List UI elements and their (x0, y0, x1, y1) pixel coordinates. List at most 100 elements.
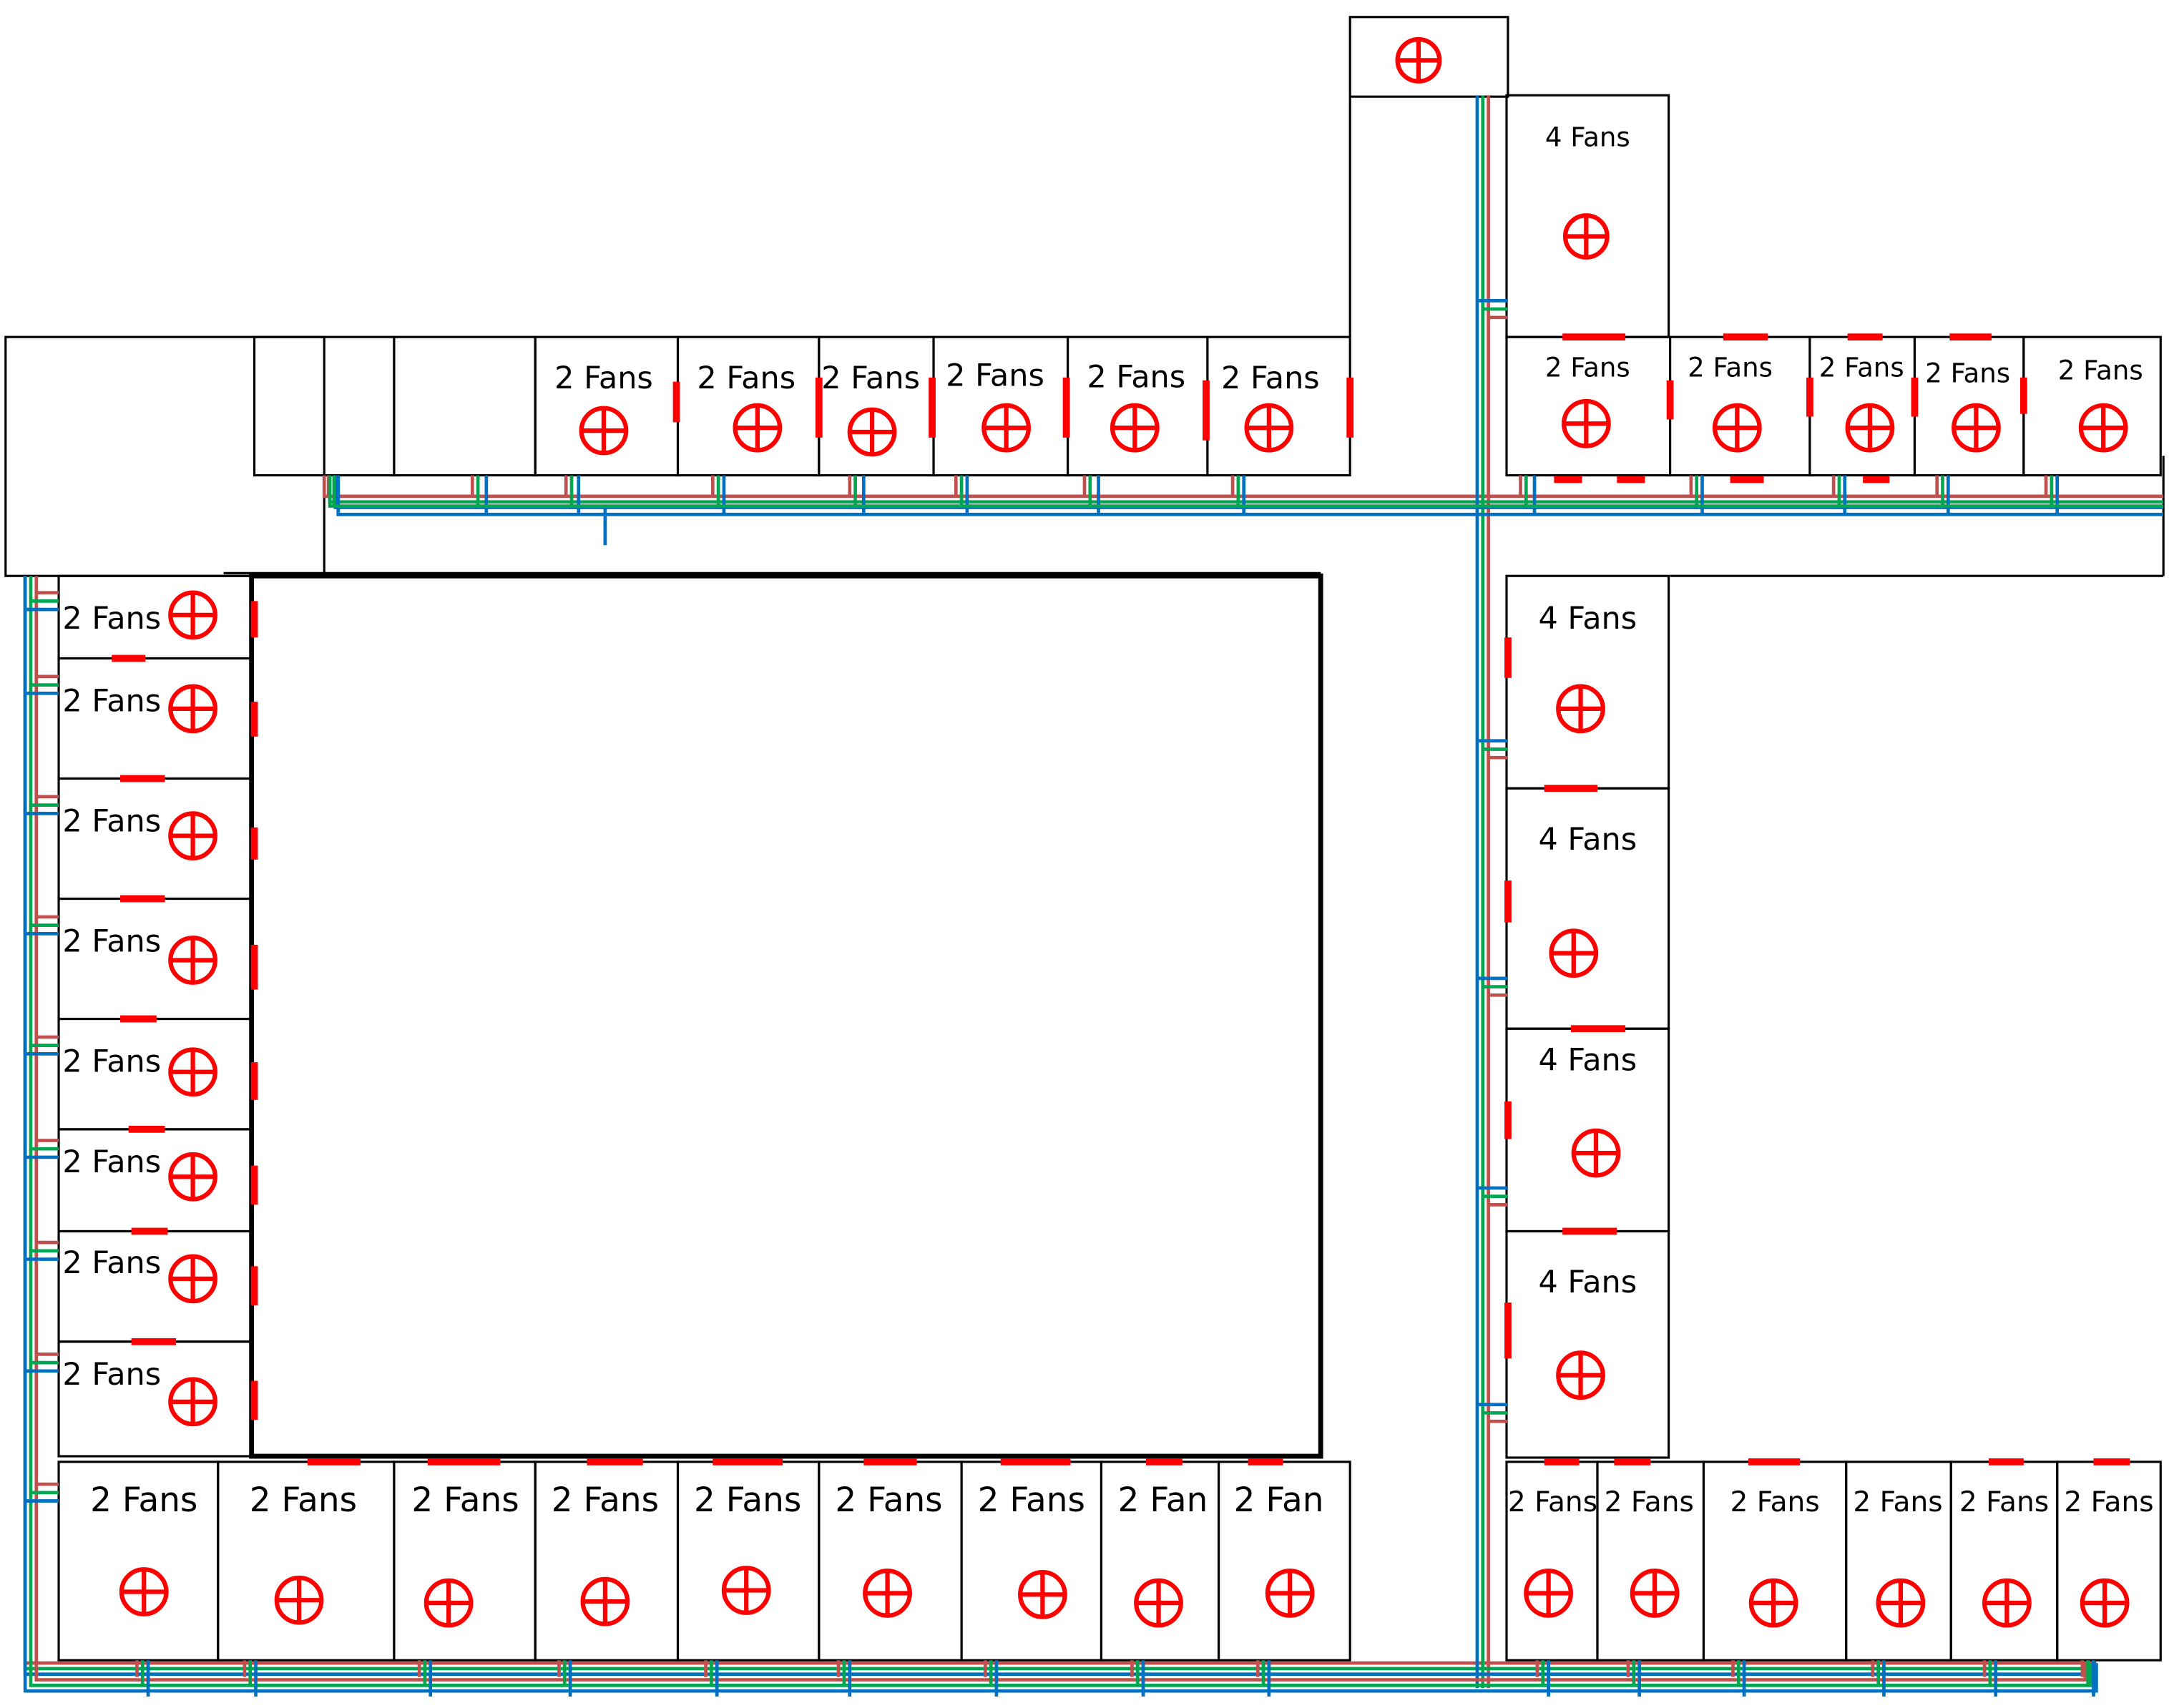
room-fan-count-label: 2 Fans (62, 924, 161, 960)
door (1504, 637, 1512, 678)
room-fan-count-label: 2 Fans (1819, 353, 1904, 383)
door (1562, 333, 1626, 341)
room-outline (1348, 16, 1509, 98)
door (1062, 377, 1070, 438)
fan-icon (1556, 684, 1605, 734)
door (1544, 1458, 1580, 1466)
fan-icon (1561, 398, 1611, 448)
fan-icon (1556, 1350, 1605, 1400)
wire (23, 576, 2098, 1693)
door (1988, 1458, 2024, 1466)
fan-icon (733, 403, 783, 453)
door (1863, 476, 1890, 484)
door (131, 1227, 168, 1235)
power-wiring (23, 95, 2164, 1697)
room-fan-count-label: 2 Fans (1087, 359, 1185, 395)
fan-icon (2080, 1578, 2130, 1628)
room-fan-count-label: 2 Fans (1221, 360, 1320, 396)
fan-icon (580, 1576, 630, 1626)
room-fan-count-label: 2 Fans (90, 1481, 197, 1520)
door (250, 1062, 258, 1100)
room-fan-count-label: 2 Fans (552, 1481, 659, 1520)
fan-icon (168, 590, 217, 640)
fan-icon (168, 811, 217, 860)
room-fan-count-label: 2 Fans (946, 358, 1044, 393)
room-fan-count-label: 2 Fans (697, 360, 795, 396)
fan-icon (274, 1575, 324, 1625)
fan-icon (119, 1567, 169, 1616)
fan-icon (2078, 403, 2128, 453)
room-fan-count-label: 2 Fans (62, 684, 161, 720)
room-fan-count-label: 2 Fans (62, 1144, 161, 1180)
fan-icon (1571, 1128, 1621, 1178)
fan-icon (1876, 1578, 1926, 1628)
door (128, 1125, 165, 1133)
door (1617, 476, 1645, 484)
room-fan-count-label: 2 Fans (411, 1481, 519, 1520)
door (1504, 1101, 1512, 1139)
door (250, 601, 258, 638)
door (1554, 476, 1582, 484)
fan-icon (1562, 213, 1610, 260)
room-fan-count-label: 2 Fans (554, 360, 653, 396)
room-fan-count-label: 2 Fans (1925, 358, 2010, 388)
courtyard-outline (249, 573, 1323, 1459)
room-fan-count-label: 2 Fans (1730, 1486, 1819, 1518)
door (1562, 1227, 1617, 1235)
fan-icon (1395, 36, 1442, 84)
door (250, 1380, 258, 1420)
room-fan-count-label: 2 Fan (1117, 1481, 1208, 1520)
fan-icon (721, 1566, 771, 1615)
fan-icon (423, 1578, 474, 1628)
room-fan-count-label: 2 Fans (62, 601, 161, 637)
door (131, 1338, 177, 1345)
walls (4, 16, 2165, 1662)
room-fan-count-label: 4 Fans (1538, 1043, 1637, 1079)
fan-icon (1549, 928, 1599, 978)
door (1748, 1458, 1801, 1466)
room-fan-count-label: 2 Fans (2058, 355, 2143, 386)
door (1544, 785, 1597, 792)
door (1504, 1302, 1512, 1359)
door (427, 1458, 501, 1466)
room-fan-count-label: 2 Fans (1605, 1486, 1694, 1518)
door (2019, 377, 2027, 414)
door (1000, 1458, 1071, 1466)
room-fan-count-label: 2 Fans (1688, 353, 1773, 383)
fan-icon (1982, 1578, 2032, 1628)
fan-icon (863, 1569, 912, 1618)
room-fan-count-label: 2 Fans (1959, 1486, 2049, 1518)
room-fan-count-label: 2 Fans (2064, 1486, 2153, 1518)
door (815, 377, 823, 438)
door (863, 1458, 917, 1466)
door (250, 944, 258, 990)
fan-icon (847, 407, 897, 457)
door (1145, 1458, 1183, 1466)
room-fan-count-label: 2 Fans (62, 804, 161, 840)
room-fan-count-label: 4 Fans (1538, 1265, 1637, 1300)
room-fan-count-label: 2 Fan (1234, 1481, 1324, 1520)
door (250, 827, 258, 860)
wire (336, 475, 2164, 516)
room-fan-count-label: 2 Fans (694, 1481, 801, 1520)
fan-icon (1265, 1569, 1315, 1618)
door (1614, 1458, 1651, 1466)
door (1570, 1025, 1626, 1033)
fan-icon (1630, 1569, 1680, 1618)
door (307, 1458, 361, 1466)
door (120, 775, 165, 782)
fan-icon (168, 1254, 217, 1304)
fans (119, 36, 2130, 1628)
door (713, 1458, 783, 1466)
fan-icon (168, 936, 217, 985)
door (1949, 333, 1992, 341)
door (1847, 333, 1883, 341)
room-fan-count-label: 4 Fans (1545, 122, 1630, 152)
room-fan-count-label: 2 Fans (250, 1481, 357, 1520)
room-labels: 4 Fans 2 Fans 2 Fans 2 Fans 2 Fans 2 Fans 2 Fa… (62, 122, 2153, 1520)
fan-icon (168, 1377, 217, 1427)
room-fan-count-label: 2 Fans (62, 1044, 161, 1080)
fan-icon (1018, 1570, 1067, 1619)
door (1730, 476, 1764, 484)
